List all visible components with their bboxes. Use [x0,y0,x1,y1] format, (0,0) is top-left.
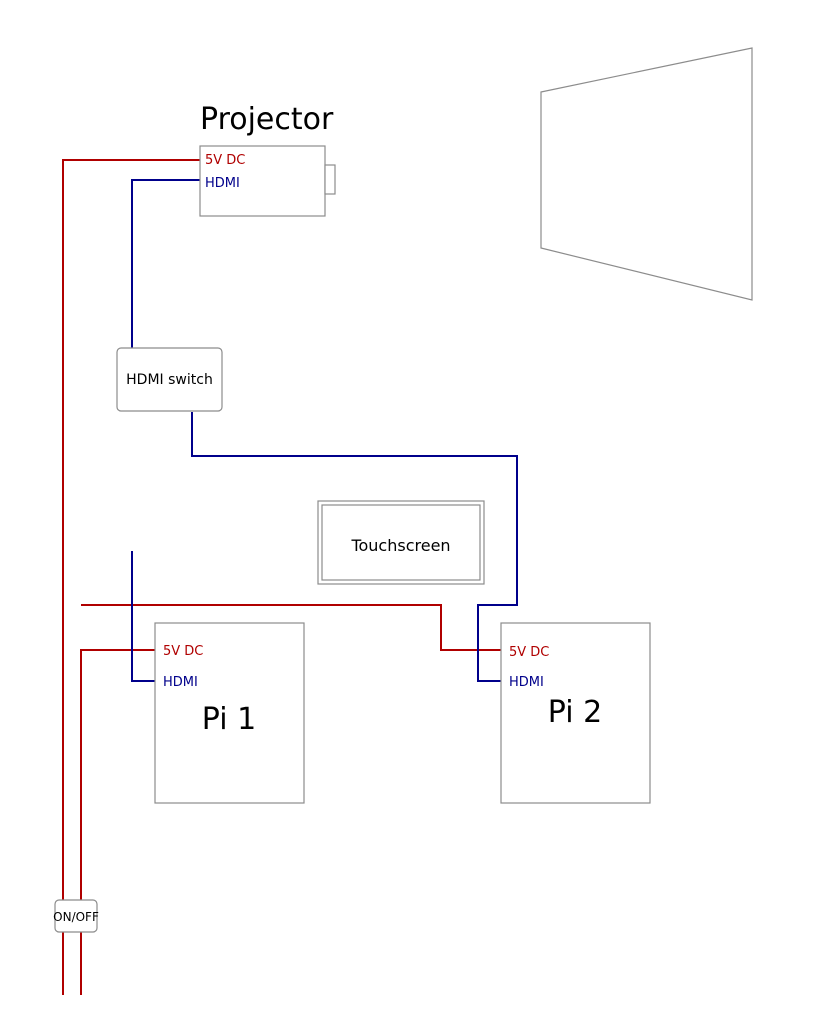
pi2-box [500,622,651,804]
hdmi-wire-projector-to-switch [131,179,201,348]
hdmi-switch-label: HDMI switch [126,372,213,388]
projector: Projector 5V DC HDMI [199,102,336,217]
projector-body [199,145,326,217]
pi2-hdmi-label: HDMI [509,675,544,690]
power-switch: ON/OFF [53,899,99,933]
pi2-title: Pi 2 [548,695,602,730]
pi2: 5V DC HDMI Pi 2 [500,622,651,804]
touchscreen-inner-frame [321,504,481,581]
pi2-power-label: 5V DC [509,645,549,660]
hdmi-switch: HDMI switch [116,347,223,412]
pi1-power-label: 5V DC [163,644,203,659]
hdmi-wires [131,179,518,682]
power-switch-box [54,899,98,933]
projector-title: Projector [200,102,334,137]
pi1-hdmi-label: HDMI [163,675,198,690]
pi1-title: Pi 1 [202,702,256,737]
touchscreen: Touchscreen [317,500,485,585]
hdmi-switch-box [116,347,223,412]
power-switch-label: ON/OFF [53,910,99,924]
projector-lens [324,164,336,195]
pi1: 5V DC HDMI Pi 1 [154,622,305,804]
pi1-box [154,622,305,804]
power-wire-pi2 [81,604,501,651]
touchscreen-label: Touchscreen [350,536,450,555]
projector-power-label: 5V DC [205,153,245,168]
hdmi-wire-pi1 [131,551,155,682]
projector-hdmi-label: HDMI [205,176,240,191]
projection-screen [540,47,753,301]
hdmi-wire-switch-to-pi2 [191,412,518,682]
power-wire-projector [62,159,201,995]
power-wire-pi1 [80,649,155,995]
touchscreen-outer-frame [317,500,485,585]
power-wires [62,159,501,995]
